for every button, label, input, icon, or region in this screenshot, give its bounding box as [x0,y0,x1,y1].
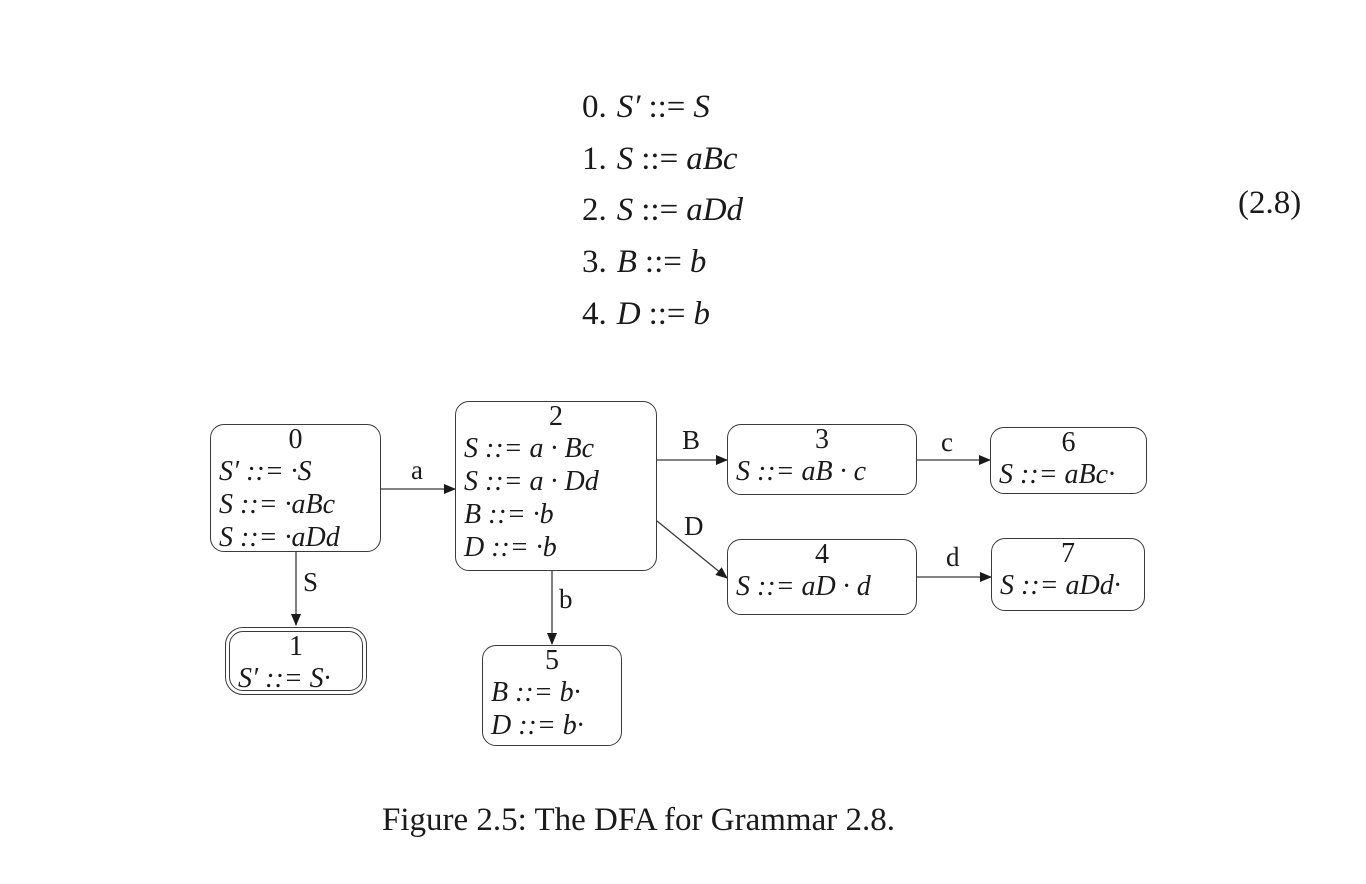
state-id: 1 [289,631,303,662]
rule-number: 3. [582,244,607,281]
grammar-rule: 4.D::=b [582,289,743,341]
lr-item: S ::= aBc· [999,459,1116,490]
grammar-rule: 3.B::=b [582,237,743,289]
rule-lhs: D [616,295,641,332]
rule-rhs: S [693,89,710,125]
edge-label-D: D [684,511,704,541]
rule-number: 1. [582,140,607,177]
lr-item: S′ ::= S· [238,663,331,694]
rule-lhs: S′ [616,89,641,125]
state-id: 6 [1061,427,1076,458]
state-id: 7 [1061,538,1075,569]
lr-item: D ::= ·b [464,532,557,563]
lr-item: S ::= a · Bc [464,433,595,464]
edge-label-a: a [411,455,423,485]
lr-item: B ::= ·b [464,499,554,530]
lr-item: S ::= aD · d [736,571,871,602]
state-id: 5 [545,645,559,676]
grammar-rule: 1.S::=aBc [582,134,743,186]
dfa-state-5: 5 B ::= b· D ::= b· [482,645,622,746]
lr-item: S ::= ·aBc [219,489,336,520]
rule-number: 4. [582,295,607,332]
grammar-rule: 2.S::=aDd [582,185,743,237]
state-id: 4 [815,539,829,570]
edge-2-4 [656,520,728,579]
grammar-rules: 0.S′::=S 1.S::=aBc 2.S::=aDd 3.B::=b 4.D… [582,82,743,341]
lr-item: S ::= ·aDd [219,522,340,553]
rule-rhs: b [693,295,711,332]
dfa-state-2: 2 S ::= a · Bc S ::= a · Dd B ::= ·b D :… [455,401,657,571]
lr-item: S ::= aDd· [1000,570,1121,601]
rule-operator: ::= [644,244,682,281]
dfa-state-4: 4 S ::= aD · d [727,539,917,615]
lr-item: S′ ::= ·S [219,456,312,487]
state-id: 3 [815,424,829,455]
equation-number: (2.8) [1238,185,1302,221]
rule-lhs: B [616,244,637,281]
state-id: 0 [288,424,303,455]
dfa-state-7: 7 S ::= aDd· [991,538,1145,611]
grammar-rule: 0.S′::=S [582,82,743,134]
edge-label-c: c [941,427,953,457]
rule-operator: ::= [648,89,686,125]
lr-item: S ::= a · Dd [464,466,599,497]
rule-lhs: S [616,192,634,229]
edge-label-S: S [303,567,319,597]
rule-operator: ::= [641,140,679,177]
edge-label-d: d [946,542,960,572]
edge-label-b: b [559,584,573,614]
rule-rhs: aBc [686,140,738,177]
rule-rhs: b [689,244,707,281]
rule-rhs: aDd [686,192,744,229]
dfa-state-3: 3 S ::= aB · c [727,424,917,495]
state-id: 2 [549,401,563,432]
dfa-state-1-accepting: 1 S′ ::= S· [225,627,367,695]
edge-label-B: B [682,425,701,455]
rule-number: 2. [582,192,607,229]
rule-operator: ::= [641,192,679,229]
lr-item: S ::= aB · c [736,456,867,487]
lr-item: D ::= b· [491,710,584,741]
rule-number: 0. [582,89,607,125]
rule-operator: ::= [648,295,686,332]
lr-item: B ::= b· [491,677,581,708]
dfa-state-0: 0 S′ ::= ·S S ::= ·aBc S ::= ·aDd [210,424,381,553]
figure-caption: Figure 2.5: The DFA for Grammar 2.8. [382,802,895,838]
dfa-state-6: 6 S ::= aBc· [990,427,1147,494]
rule-lhs: S [616,140,634,177]
